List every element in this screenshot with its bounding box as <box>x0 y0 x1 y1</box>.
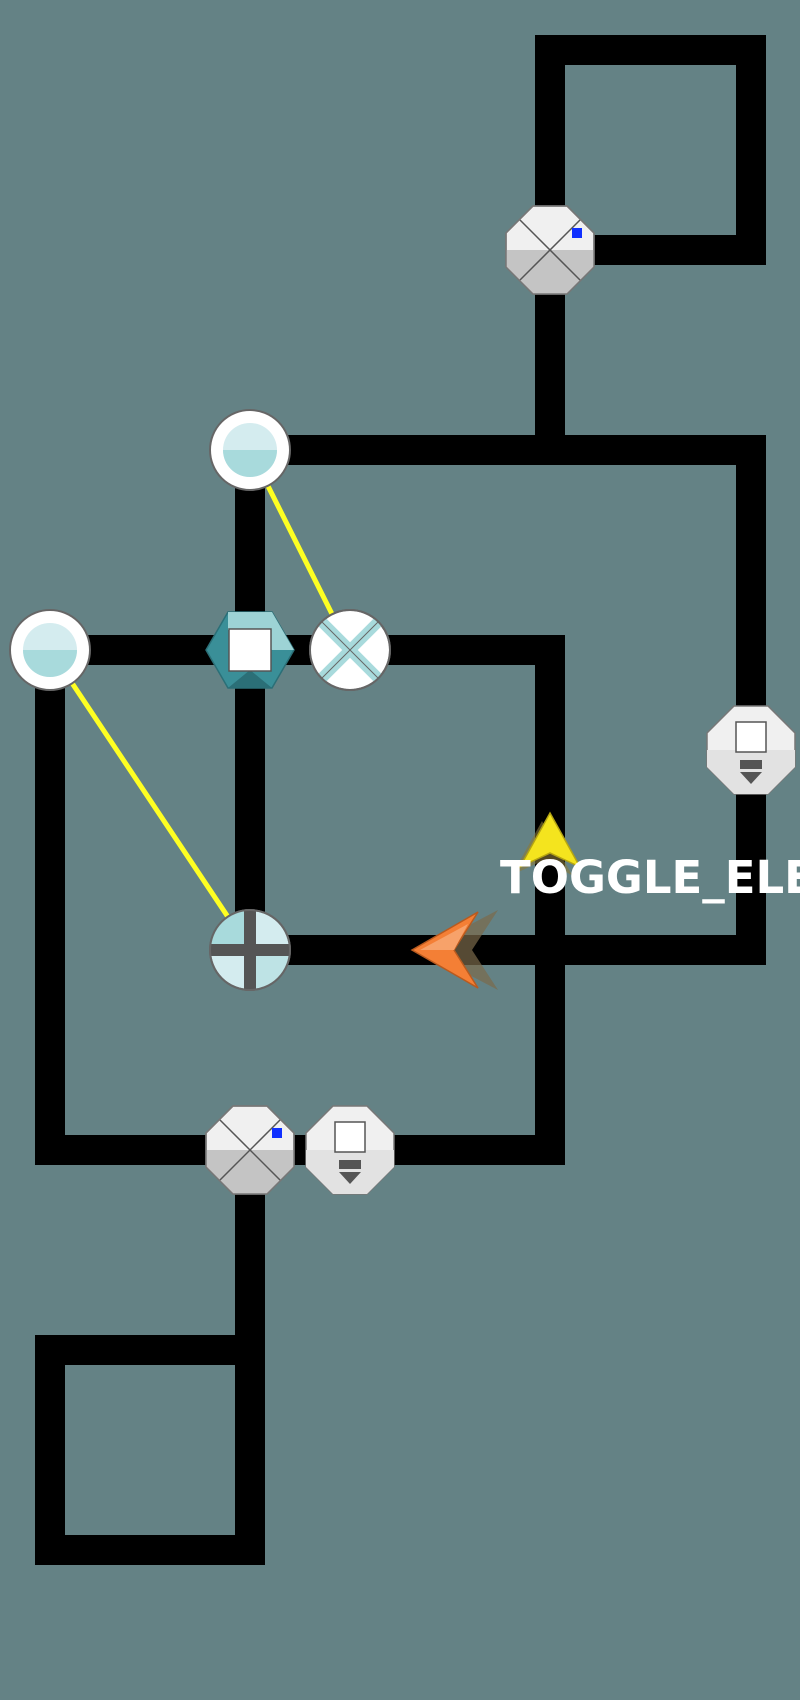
blue-indicator-icon <box>272 1128 282 1138</box>
player-arrow <box>410 910 498 990</box>
orange-arrow-icon <box>410 910 498 990</box>
track-right-loop <box>250 435 766 965</box>
track-top-loop <box>535 35 766 450</box>
blue-indicator-icon <box>572 228 582 238</box>
hex-box-node[interactable] <box>205 611 295 689</box>
switch-top-node[interactable] <box>505 205 595 295</box>
dropper-bottom-node[interactable] <box>305 1105 395 1195</box>
x-circle-icon <box>309 609 391 691</box>
cross-junction-node[interactable] <box>209 909 291 991</box>
cross-circle-icon <box>209 909 291 991</box>
split-octagon-icon <box>505 205 595 295</box>
ring-portal-icon <box>209 409 291 491</box>
arrow-cursor-icon <box>512 811 582 875</box>
portal-top-node[interactable] <box>209 409 291 491</box>
track-bottom-loop <box>35 1150 265 1565</box>
dropper-right-node[interactable] <box>706 705 796 795</box>
link-left-portal <box>47 647 253 953</box>
split-octagon-icon <box>205 1105 295 1195</box>
portal-left-node[interactable] <box>9 609 91 691</box>
switch-bottom-node[interactable] <box>205 1105 295 1195</box>
hexagon-box-icon <box>205 611 295 689</box>
cursor-pointer <box>512 811 582 875</box>
cursor-label: TOGGLE_ELEM <box>500 851 800 904</box>
dropper-octagon-icon <box>706 705 796 795</box>
dropper-octagon-icon <box>305 1105 395 1195</box>
ring-portal-icon <box>9 609 91 691</box>
x-junction-node[interactable] <box>309 609 391 691</box>
